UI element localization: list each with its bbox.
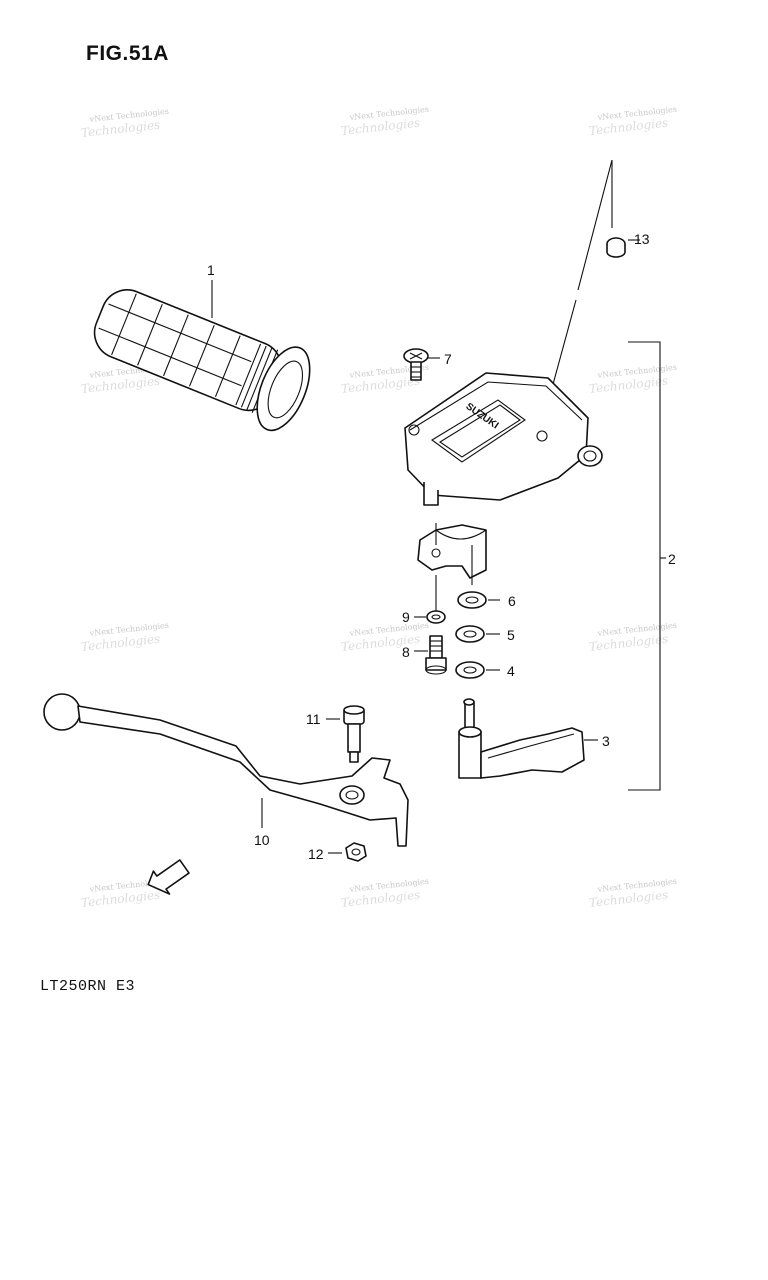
lever-housing: SUZUKI: [404, 372, 603, 506]
callout-13: 13: [634, 231, 650, 247]
callout-8: 8: [402, 644, 410, 660]
part-1-grip: [93, 289, 311, 432]
part-3-lever-shaft: [458, 698, 585, 779]
assembly-bracket: [628, 341, 661, 791]
part-9-washer: [426, 610, 446, 624]
part-7-screw: [403, 348, 429, 381]
part-13-cap: [606, 237, 626, 258]
callout-12: 12: [308, 846, 324, 862]
callout-3: 3: [602, 733, 610, 749]
figure-title: FIG.51A: [86, 42, 169, 65]
part-12-nut: [345, 842, 367, 862]
clamp: [417, 524, 487, 579]
part-5-washer: [455, 625, 485, 643]
part-10-brake-lever: [43, 693, 409, 847]
callout-4: 4: [507, 663, 515, 679]
callout-2: 2: [668, 551, 676, 567]
part-6-washer: [457, 591, 487, 609]
callout-10: 10: [254, 832, 270, 848]
callout-6: 6: [508, 593, 516, 609]
callout-1: 1: [207, 262, 215, 278]
callout-7: 7: [444, 351, 452, 367]
part-4-washer: [455, 661, 485, 679]
part-11-pivot-bolt: [343, 705, 365, 763]
callout-9: 9: [402, 609, 410, 625]
callout-labels: 1 2 3 4 5 6 7 8 9 10 11 12 13: [207, 231, 676, 862]
part-8-bolt: [425, 635, 447, 675]
model-code: LT250RN E3: [40, 978, 136, 995]
callout-11: 11: [306, 711, 321, 727]
fwd-arrow-icon: FWD: [147, 859, 190, 895]
callout-5: 5: [507, 627, 515, 643]
